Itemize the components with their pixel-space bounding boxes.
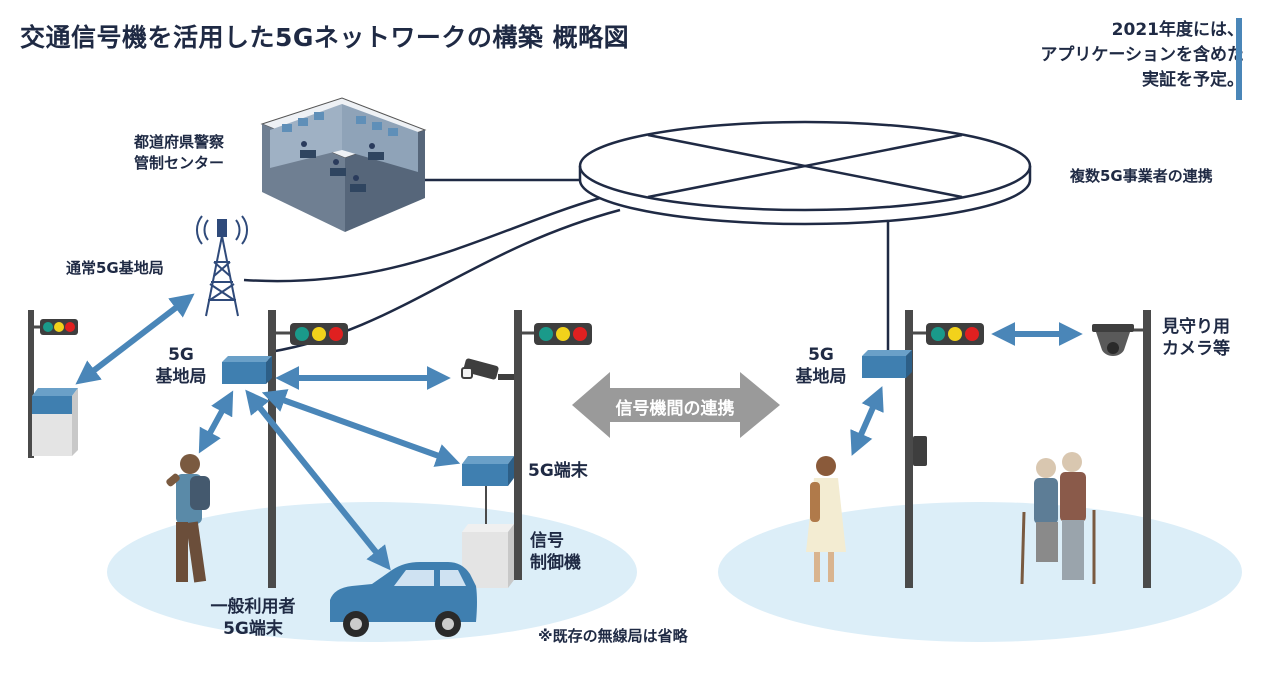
signal-controller-line-1: 信号 [530,531,564,551]
communication-arrows [75,293,1083,571]
camera-label: 見守り用 カメラ等 [1162,316,1230,360]
woman-pedestrian-icon [806,456,846,582]
base-station-box-left [222,356,272,384]
signal-controller-label: 信号 制御機 [530,530,581,574]
traffic-light-icon [40,319,78,335]
police-center-label-line-2: 管制センター [134,154,225,172]
traffic-light-icon [926,323,984,345]
base-station-left-line-1: 5G [168,345,194,365]
carrier-network-ring [578,120,1032,226]
inter-signal-arrow [572,372,780,438]
plan-note-line-2: アプリケーションを含めた [1040,45,1244,65]
base-station-left-label: 5G 基地局 [146,344,216,388]
pedestrian-signal-icon [913,436,927,466]
police-center-label-line-1: 都道府県警察 [134,133,225,151]
base-station-left-line-2: 基地局 [155,367,207,387]
police-center-label: 都道府県警察 管制センター [134,132,224,174]
camera-label-line-1: 見守り用 [1162,317,1230,337]
traffic-light-icon [534,323,592,345]
control-room-icon [260,97,427,232]
elderly-couple-icon [1020,452,1096,585]
base-station-right-line-2: 基地局 [795,367,847,387]
base-station-box-right [862,350,912,378]
plan-note-accent-bar [1236,18,1242,100]
dome-camera-icon [1092,324,1134,357]
traffic-light-icon [290,323,348,345]
camera-label-line-2: カメラ等 [1162,339,1230,359]
footnote: ※既存の無線局は省略 [538,627,688,645]
general-user-line-1: 一般利用者 [210,597,296,617]
plan-note-line-1: 2021年度には、 [1111,20,1244,40]
plan-note-line-3: 実証を予定。 [1142,70,1244,90]
terminal-box [462,456,514,530]
general-user-label: 一般利用者 5G端末 [198,596,308,640]
radio-tower-icon [195,215,249,317]
base-station-right-line-1: 5G [808,345,834,365]
signal-controller-line-2: 制御機 [530,553,581,573]
right-ground-area [718,502,1242,642]
plan-note: 2021年度には、 アプリケーションを含めた 実証を予定。 [1040,18,1244,93]
car-icon [330,562,477,637]
base-station-right-label: 5G 基地局 [786,344,856,388]
legacy-signal-box [32,388,78,456]
terminal-label: 5G端末 [528,461,588,481]
security-camera-icon [461,358,514,380]
diagram-title: 交通信号機を活用した5Gネットワークの構築 概略図 [20,23,630,52]
signal-controller-box [462,524,514,588]
inter-signal-label: 信号機間の連携 [615,399,735,419]
general-user-line-2: 5G端末 [223,619,283,639]
carriers-label: 複数5G事業者の連携 [1070,167,1213,185]
pedestrian-icon [166,454,210,583]
normal-base-station-label: 通常5G基地局 [66,259,164,277]
